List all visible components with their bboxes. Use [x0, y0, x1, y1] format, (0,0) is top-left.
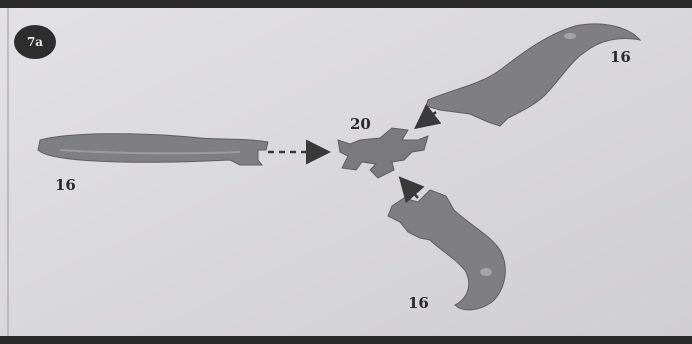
part-number-left-blade: 16 [55, 176, 76, 194]
step-badge: 7a [14, 25, 56, 59]
part-number-bottom-blade: 16 [408, 294, 429, 312]
bottom-blade-highlight [480, 268, 492, 276]
paper-sheet [0, 8, 692, 336]
top-blade-highlight [564, 33, 576, 39]
part-number-top-right-blade: 16 [610, 48, 631, 66]
part-number-center-hub: 20 [350, 115, 371, 133]
